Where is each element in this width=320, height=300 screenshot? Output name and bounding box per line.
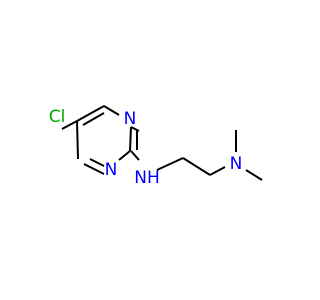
bond-c5-cl: [61, 120, 78, 130]
atom-dimethyl-nitrogen-label: N: [230, 154, 243, 174]
structure-canvas: Cl N N NH N: [49, 105, 263, 188]
bond-n1-c6-alt: [83, 163, 105, 175]
bond-n-methyl-right: [245, 169, 263, 181]
bond-c2-nh: [130, 150, 140, 161]
bonds: [61, 105, 263, 181]
atom-nitrogen-top-label: N: [124, 109, 137, 129]
bond-c5-c4-double: [82, 112, 105, 126]
bond-nh-ch2: [156, 157, 184, 171]
molecule-diagram: Cl N N NH N: [49, 105, 263, 188]
bond-c4-n3: [103, 105, 120, 116]
bond-n3-c2: [129, 126, 132, 152]
bond-ch2-ch2: [182, 157, 211, 176]
atom-chlorine-label: Cl: [49, 107, 66, 127]
bond-c5-c4: [76, 105, 105, 122]
bond-ch2-n: [209, 166, 226, 176]
atom-nitrogen-bottom-label: N: [105, 160, 118, 180]
bond-c6-c5: [76, 120, 79, 160]
bond-c2-n1: [118, 150, 131, 161]
atom-amine-nh-label: NH: [134, 168, 160, 188]
bond-n1-c6: [89, 158, 105, 167]
